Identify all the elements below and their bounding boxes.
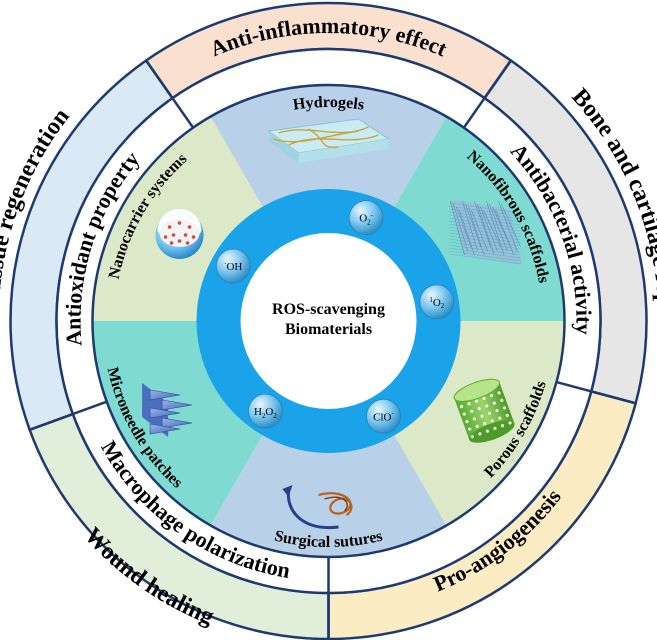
ros-bubble: O2- (348, 200, 384, 236)
sector-divider (556, 380, 636, 405)
ros-bubble: H2O2 (248, 393, 283, 429)
center-label: ROS-scavenging Biomaterials (272, 301, 385, 338)
suture-icon (282, 485, 353, 530)
microneedle-icon (142, 383, 193, 437)
inner-sector (210, 435, 447, 557)
center-title-line1: ROS-scavenging (272, 301, 385, 318)
ros-bubble: 1O2 (419, 284, 455, 320)
ros-label: ClO- (373, 409, 394, 423)
porous-scaffold-icon (453, 378, 515, 443)
inner-ring-label: Hydrogels (292, 94, 365, 114)
sector-divider (462, 59, 512, 129)
ros-bubble: ClO- (366, 398, 401, 434)
illustrations (142, 118, 523, 530)
hydrogel-icon (267, 118, 390, 163)
ros-label: 1O2 (429, 296, 444, 310)
ros-label: H2O2 (254, 406, 277, 420)
inner-ring-border (91, 83, 566, 559)
core-center (240, 233, 417, 409)
sector-divider (29, 400, 108, 431)
center-title-line2: Biomaterials (285, 321, 372, 338)
ros-label: ·OH (224, 260, 242, 273)
sector-divider (145, 59, 195, 129)
inner-ring-label: Surgical sutures (273, 528, 384, 551)
nanocarrier-icon (155, 209, 204, 259)
ros-bubble: ·OH (215, 248, 251, 284)
nanofiber-icon (449, 199, 523, 265)
ros-label: O2- (359, 212, 373, 227)
